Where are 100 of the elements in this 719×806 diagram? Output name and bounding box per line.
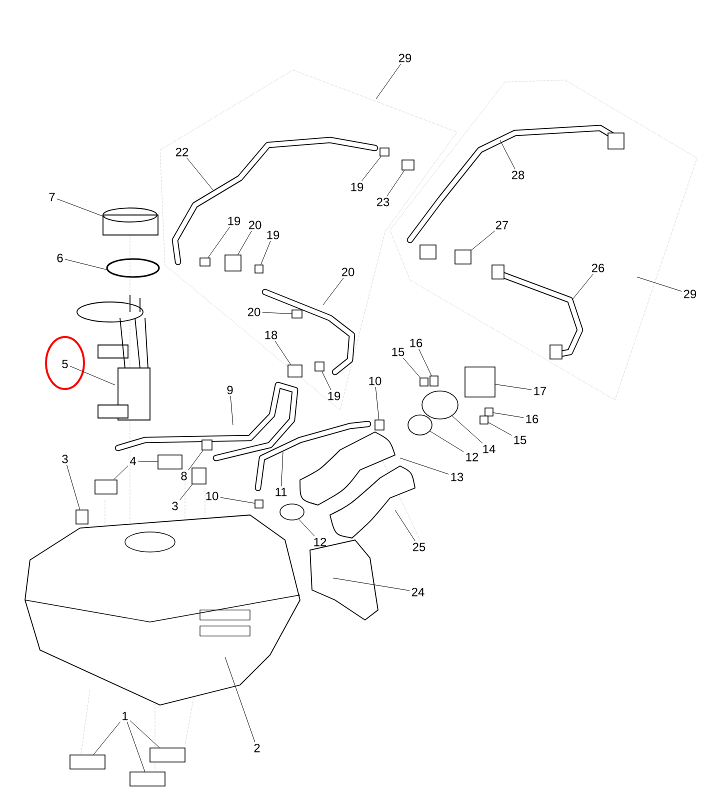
callout-number: 10 bbox=[206, 492, 218, 500]
leader-line bbox=[188, 450, 204, 470]
part-drawing bbox=[288, 364, 302, 378]
leader-line bbox=[376, 64, 402, 100]
callout-number: 13 bbox=[451, 472, 464, 482]
clamp-ring-drawing bbox=[408, 414, 432, 436]
callout-number: 15 bbox=[392, 348, 404, 356]
callout-number: 7 bbox=[49, 192, 55, 202]
clamp-ring-drawing bbox=[422, 390, 458, 420]
leader-line bbox=[180, 484, 193, 500]
part-drawing bbox=[254, 500, 264, 508]
callout-number: 19 bbox=[267, 230, 280, 240]
leader-line bbox=[400, 458, 449, 474]
part-drawing bbox=[454, 250, 472, 264]
part-drawing bbox=[158, 454, 182, 470]
callout-number: 3 bbox=[62, 454, 68, 464]
leader-line bbox=[126, 722, 146, 772]
part-drawing bbox=[484, 408, 494, 416]
callout-number: 10 bbox=[369, 376, 382, 386]
callout-number: 23 bbox=[376, 198, 390, 206]
leader-line bbox=[262, 312, 292, 314]
part-drawing bbox=[70, 754, 106, 770]
leader-line bbox=[224, 656, 256, 742]
leader-line bbox=[260, 240, 271, 265]
callout-number: 12 bbox=[466, 452, 478, 462]
callout-number: 22 bbox=[176, 148, 188, 156]
leader-line bbox=[394, 510, 416, 542]
leader-line bbox=[56, 198, 106, 218]
clamp-ring-drawing bbox=[280, 504, 304, 520]
callout-number: 8 bbox=[181, 472, 187, 480]
leader-line bbox=[471, 230, 496, 250]
part-drawing bbox=[374, 420, 384, 430]
leader-line bbox=[322, 371, 332, 390]
callout-number: 1 bbox=[122, 712, 128, 720]
callout-number: 3 bbox=[172, 502, 178, 510]
leader-line bbox=[274, 340, 291, 365]
leader-line bbox=[208, 226, 230, 258]
leader-line bbox=[452, 416, 483, 444]
callout-number: 4 bbox=[130, 456, 136, 466]
callout-number: 18 bbox=[265, 330, 278, 340]
part-drawing bbox=[402, 160, 414, 170]
leader-line bbox=[418, 348, 432, 376]
callout-number: 28 bbox=[512, 170, 524, 180]
part-drawing bbox=[202, 440, 212, 450]
part-drawing bbox=[314, 362, 324, 372]
callout-number: 2 bbox=[254, 744, 260, 752]
part-drawing bbox=[76, 510, 88, 524]
callout-number: 29 bbox=[684, 290, 696, 298]
callout-number: 20 bbox=[248, 308, 260, 316]
leader-line bbox=[281, 452, 284, 486]
leader-line bbox=[186, 158, 214, 190]
leader-line bbox=[220, 497, 255, 504]
leader-line bbox=[138, 460, 158, 462]
part-drawing bbox=[380, 148, 390, 156]
callout-number: 26 bbox=[592, 264, 604, 272]
callout-number: 24 bbox=[412, 588, 424, 596]
leader-line bbox=[130, 720, 160, 748]
part-drawing bbox=[200, 258, 210, 266]
callout-number: 25 bbox=[412, 542, 426, 552]
leader-line bbox=[500, 140, 516, 170]
leader-line bbox=[375, 386, 380, 420]
part-drawing bbox=[224, 254, 242, 272]
callout-number: 15 bbox=[514, 436, 526, 444]
leader-line bbox=[572, 274, 594, 300]
leader-line bbox=[230, 396, 234, 426]
callout-number: 29 bbox=[398, 54, 412, 62]
leader-line bbox=[493, 412, 524, 418]
leader-line bbox=[113, 466, 128, 480]
callout-number: 19 bbox=[228, 216, 240, 226]
callout-number: 6 bbox=[57, 254, 63, 262]
part-drawing bbox=[480, 416, 488, 424]
leader-line bbox=[430, 430, 464, 452]
callout-number: 9 bbox=[227, 386, 233, 394]
leader-line bbox=[298, 518, 315, 536]
leader-line bbox=[361, 156, 382, 182]
part-drawing bbox=[94, 480, 118, 494]
callout-number: 14 bbox=[483, 444, 496, 454]
part-drawing bbox=[192, 468, 206, 484]
callout-number: 5 bbox=[62, 360, 68, 368]
callout-number: 20 bbox=[248, 220, 262, 230]
leader-line bbox=[66, 464, 80, 510]
part-drawing bbox=[130, 772, 166, 786]
leader-line bbox=[238, 230, 252, 255]
part-drawing bbox=[420, 378, 428, 386]
leader-line bbox=[386, 170, 405, 196]
leader-line bbox=[70, 366, 116, 386]
callout-number: 12 bbox=[314, 538, 326, 546]
callout-number: 17 bbox=[534, 386, 546, 396]
leader-line bbox=[636, 276, 682, 292]
leader-line bbox=[332, 578, 410, 591]
leader-line bbox=[402, 358, 420, 378]
leader-line bbox=[93, 722, 120, 755]
leader-line bbox=[64, 259, 108, 270]
callout-number: 16 bbox=[526, 414, 538, 424]
callout-number: 16 bbox=[410, 338, 422, 348]
part-drawing bbox=[292, 310, 302, 318]
part-drawing bbox=[150, 748, 186, 762]
leader-line bbox=[495, 384, 532, 390]
callout-number: 19 bbox=[328, 392, 340, 400]
part-drawing bbox=[464, 366, 496, 398]
